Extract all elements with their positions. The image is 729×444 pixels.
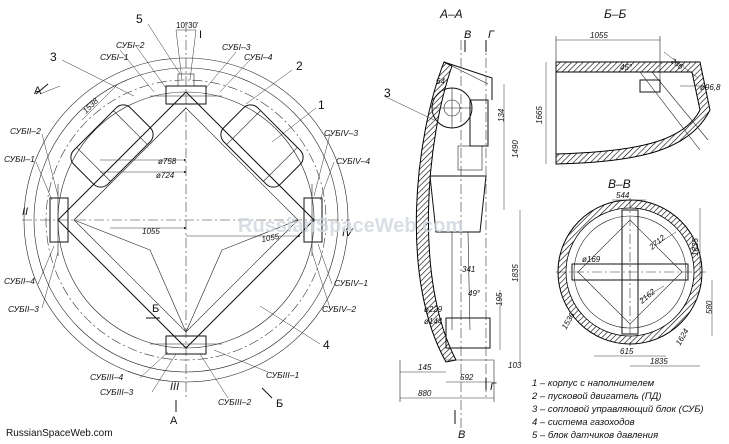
section-aa-title: А–А [439, 7, 463, 21]
callout-1: 1 [318, 98, 325, 112]
sub-i-2: СУБI–2 [116, 40, 145, 50]
aa-label-v-top: В [464, 29, 471, 41]
axis-iv: IV [342, 227, 354, 239]
sub-i-3: СУБI–3 [222, 42, 251, 52]
callout-5: 5 [136, 12, 143, 26]
gas-duct-diamond-outer [57, 91, 315, 349]
legend: 1 – корпус с наполнителем 2 – пусковой д… [531, 378, 704, 441]
vv-dim-169: ø169 [582, 255, 601, 264]
sub-block-top [150, 73, 222, 105]
aa-dim-64: 64 [436, 77, 445, 86]
callout-3: 3 [50, 50, 57, 64]
bb-dim-1665: 1665 [535, 106, 544, 124]
aa-dim-145: 145 [418, 363, 432, 372]
sub-i-4: СУБI–4 [244, 52, 273, 62]
bb-dim-45: 45° [620, 63, 633, 72]
aa-callout-3: 3 [384, 86, 391, 100]
section-b-bottom: Б [276, 398, 283, 410]
sub-iii-2: СУБIII–2 [218, 397, 251, 407]
sub-ii-1: СУБII–1 [4, 154, 35, 164]
callout-2: 2 [296, 59, 303, 73]
section-aa-view: А–А В Г В Г [383, 7, 522, 441]
aa-dim-1490: 1490 [511, 140, 520, 158]
section-a-top: А [34, 85, 42, 97]
aa-label-v-bottom: В [458, 429, 465, 441]
sub-ii-2: СУБII–2 [10, 126, 41, 136]
cylinder-left [70, 104, 154, 188]
bb-shell [555, 61, 711, 165]
aa-dim-592: 592 [460, 373, 474, 382]
legend-item-5: 5 – блок датчиков давления [532, 430, 658, 441]
section-bb-title: Б–Б [604, 7, 626, 21]
dim-1538: 1538 [81, 96, 100, 115]
dim-1055-a: 1055 [142, 227, 160, 236]
section-vv-view: В–В 544 2712 1835 ø169 2162 580 1536 162… [556, 177, 714, 367]
sub-ii-3: СУБII–3 [8, 304, 39, 314]
axis-iii: III [170, 381, 179, 393]
sub-iv-1: СУБIV–1 [334, 278, 368, 288]
section-b-mid: Б [152, 303, 159, 315]
sub-block-right [303, 184, 323, 256]
sub-iii-3: СУБIII–3 [100, 387, 133, 397]
vv-dim-1624: 1624 [674, 327, 691, 347]
aa-dim-134: 134 [497, 108, 506, 122]
sub-ii-4: СУБII–4 [4, 276, 35, 286]
axis-ii: II [22, 206, 28, 218]
vv-dim-580: 580 [705, 300, 714, 314]
legend-item-1: 1 – корпус с наполнителем [532, 378, 655, 389]
aa-dim-103: 103 [508, 361, 522, 370]
vv-dim-1835b: 1835 [650, 357, 668, 366]
aa-dim-341: 341 [462, 265, 475, 274]
bb-dim-968: ø96,8 [700, 83, 721, 92]
cylinder-right [220, 104, 304, 188]
footer-credit: RussianSpaceWeb.com [6, 428, 113, 439]
main-view: 5 3 2 1 4 10°30' I II III IV А А Б Б СУБ… [4, 12, 370, 427]
dim-724: ø724 [156, 171, 175, 180]
vv-dim-1835: 1835 [691, 238, 700, 256]
section-vv-title: В–В [608, 177, 631, 191]
aa-label-g-top: Г [488, 29, 495, 41]
sub-block-bottom [150, 335, 222, 355]
axis-i: I [199, 29, 202, 41]
legend-item-4: 4 – система газоходов [532, 417, 635, 428]
sub-iii-4: СУБIII–4 [90, 372, 123, 382]
legend-item-2: 2 – пусковой двигатель (ПД) [531, 391, 661, 402]
dim-758: ø758 [158, 157, 177, 166]
legend-item-3: 3 – сопловой управляющий блок (СУБ) [532, 404, 704, 415]
sub-iv-4: СУБIV–4 [336, 156, 370, 166]
vv-dim-544: 544 [616, 191, 630, 200]
sub-iv-2: СУБIV–2 [322, 304, 356, 314]
callout-4: 4 [323, 338, 330, 352]
dim-1055-b: 1055 [261, 232, 281, 244]
aa-dim-880: 880 [418, 389, 432, 398]
section-bb-view: Б–Б 1055 45° 266 ø96,8 1665 [535, 7, 721, 165]
vv-dim-615: 615 [620, 347, 634, 356]
aa-dim-195: 195 [495, 292, 504, 306]
section-a-bottom: А [170, 415, 178, 427]
aa-dim-229: ø229 [424, 305, 443, 314]
sub-iv-3: СУБIV–3 [324, 128, 358, 138]
watermark: RussianSpaceWeb.com [238, 215, 463, 237]
aa-dim-1835: 1835 [511, 264, 520, 282]
bb-dim-1055: 1055 [590, 31, 608, 40]
sub-iii-1: СУБIII–1 [266, 370, 299, 380]
angle-top: 10°30' [176, 21, 199, 30]
aa-dim-49: 49° [468, 289, 481, 298]
aa-dim-144: ø144 [424, 317, 443, 326]
sub-i-1: СУБI–1 [100, 52, 129, 62]
aa-label-g-bottom: Г [490, 381, 497, 393]
